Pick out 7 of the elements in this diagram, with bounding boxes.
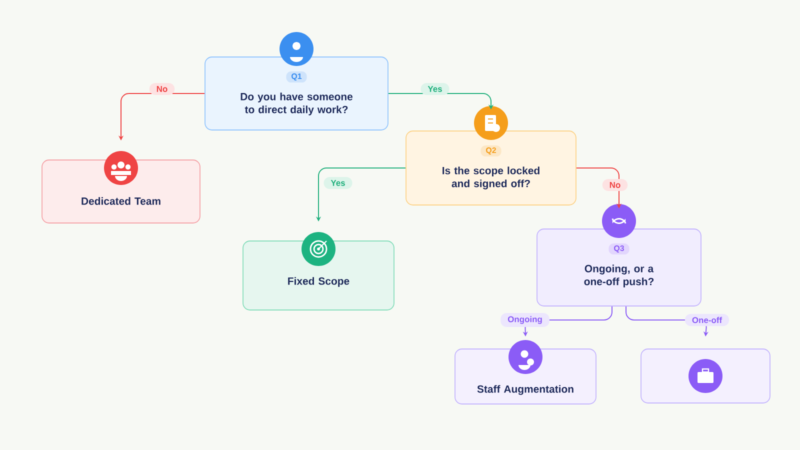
edge-label: Ongoing (500, 313, 550, 327)
question-text: Do you have someone to direct daily work? (240, 92, 353, 116)
question-text: Ongoing, or a one-off push? (584, 264, 654, 288)
outcome-label: Staff Augmentation (477, 385, 574, 395)
outcome-label: Fixed Scope (288, 277, 350, 287)
outcome-label: Dedicated Team (82, 197, 160, 205)
question-text: Is the scope locked and signed off? (442, 166, 540, 190)
